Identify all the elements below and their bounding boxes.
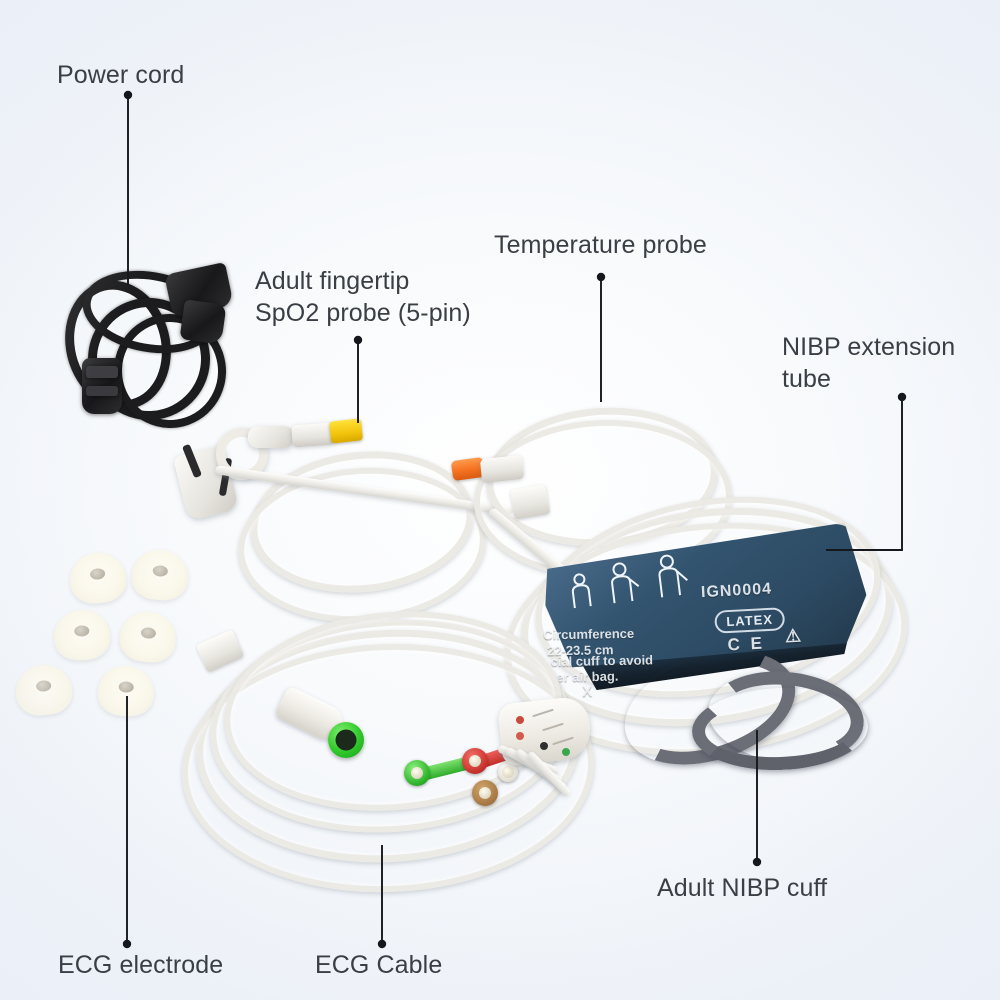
ecg-din-connector-head <box>328 722 364 758</box>
callout-label-nibp-extension-tube: NIBP extension tube <box>782 333 956 393</box>
ecg-electrode-item <box>67 550 129 606</box>
cuff-model-code: IGN0004 <box>700 580 773 602</box>
power-cord-object <box>51 260 237 436</box>
callout-label-ecg-cable: ECG Cable <box>315 951 443 979</box>
cuff-latex-badge: LATEX <box>714 607 786 634</box>
ecg-electrode-item <box>52 608 112 662</box>
ecg-yoke-indicator <box>516 716 524 724</box>
cuff-person-icon <box>611 562 640 604</box>
ecg-lead-red-snap <box>462 748 488 774</box>
cuff-person-icon <box>658 554 688 598</box>
ecg-electrode-item <box>117 609 179 665</box>
cuff-warning-symbol: ⚠ <box>784 625 802 647</box>
ecg-yoke-indicator <box>562 748 570 756</box>
ecg-electrode-item <box>130 548 190 602</box>
ecg-lead-green-snap <box>404 760 430 786</box>
nibp-cuff-tube <box>600 631 900 785</box>
ecg-cable-clamp <box>195 629 245 673</box>
leader-dot-power-cord <box>123 90 133 100</box>
temperature-cable-clamp <box>509 484 551 520</box>
leader-dot-spo2-probe <box>353 335 363 345</box>
callout-label-adult-nibp-cuff: Adult NIBP cuff <box>657 874 828 902</box>
temperature-connector-shell <box>479 454 525 484</box>
callout-label-power-cord: Power cord <box>57 61 185 89</box>
leader-dot-nibp-cuff <box>752 857 762 867</box>
ecg-lead-brown-snap <box>472 780 498 806</box>
spo2-connector <box>328 418 364 444</box>
ecg-yoke-indicator <box>516 732 524 740</box>
callout-label-ecg-electrode: ECG electrode <box>58 951 224 979</box>
leader-dot-ecg-cable <box>377 939 387 949</box>
ecg-electrode-item <box>13 662 75 718</box>
cuff-person-icon <box>571 573 592 609</box>
cuff-size-mark: X <box>582 683 593 701</box>
ecg-electrode-item <box>96 664 156 718</box>
callout-label-adult-fingertip-spo2-probe: Adult fingertip SpO2 probe (5-pin) <box>255 267 471 327</box>
cuff-instruction-line-1: Circumference <box>543 625 635 643</box>
leader-dot-temperature-probe <box>596 272 606 282</box>
callout-label-temperature-probe: Temperature probe <box>494 231 707 259</box>
ecg-yoke-indicator <box>540 742 548 750</box>
leader-dot-ecg-electrode <box>122 939 132 949</box>
